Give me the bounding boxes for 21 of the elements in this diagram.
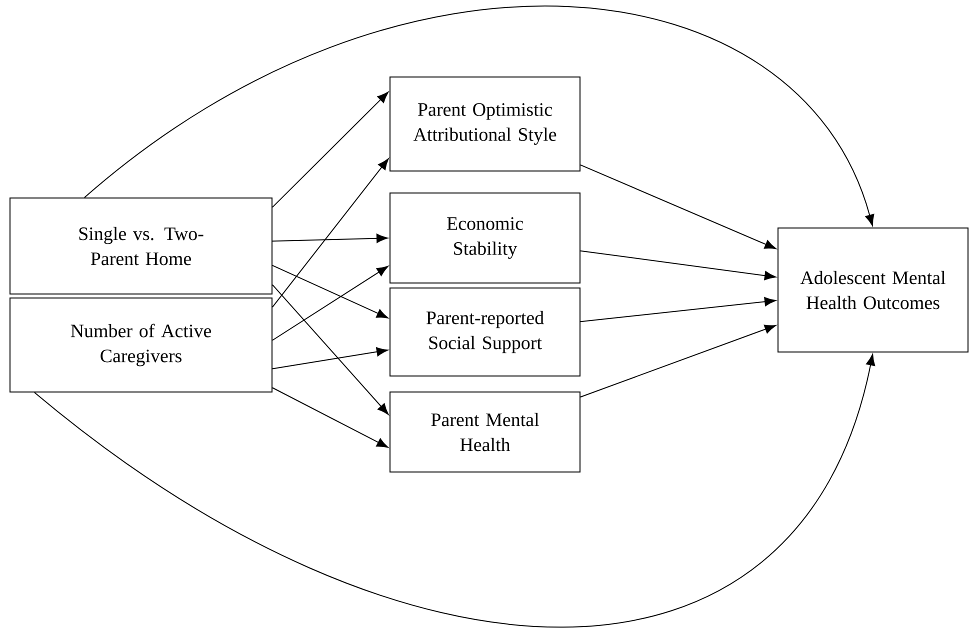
arrow xyxy=(580,164,776,250)
arrow xyxy=(272,158,389,308)
arrow xyxy=(580,297,776,322)
box: Number of Active Caregivers xyxy=(10,298,272,392)
arrow xyxy=(272,284,389,415)
box: Parent Mental Health xyxy=(390,392,580,472)
box: Parent Optimistic Attributional Style xyxy=(390,76,580,172)
arrow xyxy=(272,266,388,341)
box: Single vs. Two-Parent Home xyxy=(10,198,272,294)
arrow xyxy=(272,264,388,318)
box: Adolescent Mental Health Outcomes xyxy=(778,228,968,352)
arrow xyxy=(580,324,776,398)
arrow xyxy=(272,347,388,370)
arrow xyxy=(34,354,876,628)
box: Economic Stability xyxy=(390,192,580,284)
arrow xyxy=(272,387,388,448)
arrow xyxy=(580,250,776,280)
arrow xyxy=(272,234,388,243)
arrow xyxy=(272,92,389,208)
box: Parent-reported Social Support xyxy=(390,288,580,376)
arrow xyxy=(84,6,874,226)
